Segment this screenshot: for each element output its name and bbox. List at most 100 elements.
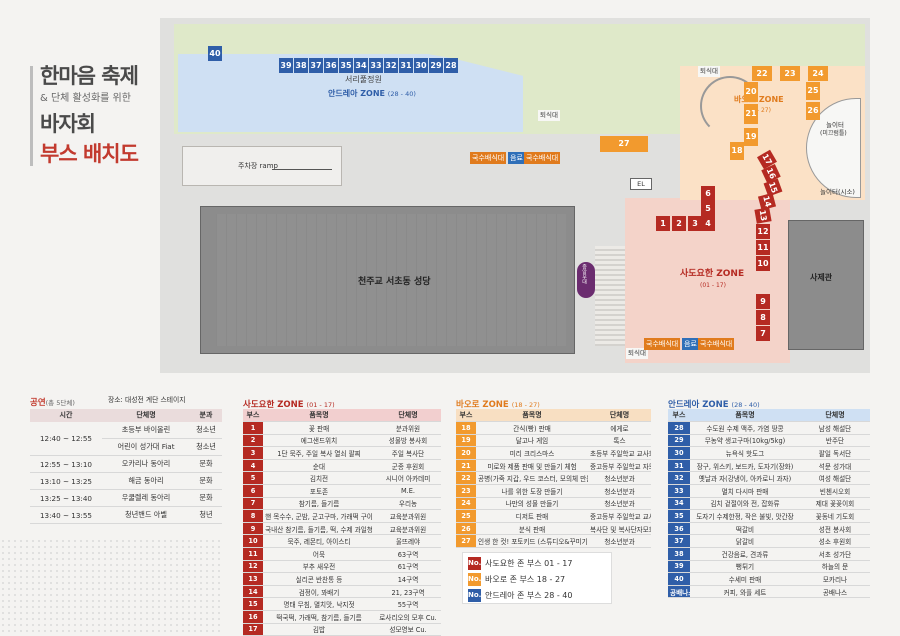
sado-item-name: 꽃 판매 — [308, 424, 330, 433]
bao-group-name: 청소년분과 — [604, 475, 635, 484]
booth-34[interactable]: 34 — [354, 58, 368, 73]
bao-curve — [700, 76, 760, 136]
andrea-item-name: 뻥튀기 — [735, 563, 755, 572]
bao-item-name: 나만의 성물 만들기 — [505, 500, 559, 509]
booth-13[interactable]: 13 — [754, 207, 772, 224]
andrea-group-name: 성소 후원회 — [818, 538, 852, 547]
booth-24[interactable]: 24 — [808, 66, 828, 81]
andrea-booth-number: 38 — [668, 547, 690, 561]
booth-35[interactable]: 35 — [339, 58, 353, 73]
bao-booth-number: 23 — [456, 484, 476, 498]
booth-5[interactable]: 5 — [701, 201, 715, 216]
sado-booth-number: 5 — [243, 471, 263, 485]
bao-group-name: 청소년분과 — [604, 487, 635, 496]
perf-header-time: 시간 — [59, 411, 73, 420]
andrea-booth-number: 37 — [668, 534, 690, 548]
water-station-bottom: 음료 — [682, 338, 699, 350]
booth-32[interactable]: 32 — [384, 58, 398, 73]
sado-group-name: 14구역 — [397, 576, 419, 585]
andrea-booth-number: 공배나스 — [668, 585, 690, 598]
booth-8[interactable]: 8 — [756, 310, 770, 325]
bao-group-name: 초등부 주일학교 교사회 — [590, 450, 651, 459]
sado-group-name: 교육분과위원 — [389, 525, 427, 534]
booth-6[interactable]: 6 — [701, 186, 715, 201]
sado-item-name: 어묵 — [312, 550, 326, 559]
booth-37[interactable]: 37 — [309, 58, 323, 73]
sado-item-name: 포토존 — [309, 487, 329, 496]
booth-2[interactable]: 2 — [672, 216, 686, 231]
legend-andrea: No.안드레아 존 부스 28 - 40 — [468, 589, 573, 602]
booth-38[interactable]: 38 — [294, 58, 308, 73]
andrea-item-name: 뉴욕식 핫도그 — [725, 450, 765, 459]
toilet-bottom: 퇴식대 — [626, 348, 648, 359]
bao-item-name: 인생 한 컷! 포토키드 (스튜디오&꾸미기) — [478, 538, 588, 547]
andrea-group-name: 남성 해설단 — [818, 424, 852, 433]
booth-36[interactable]: 36 — [324, 58, 338, 73]
booth-10[interactable]: 10 — [756, 256, 770, 271]
booth-29[interactable]: 29 — [429, 58, 443, 73]
bao-header-booth: 부스 — [459, 411, 473, 420]
booth-11[interactable]: 11 — [756, 240, 770, 255]
sado-booth-number: 8 — [243, 509, 263, 523]
booth-28[interactable]: 28 — [444, 58, 458, 73]
booth-20[interactable]: 20 — [744, 82, 758, 102]
andrea-item-name: 도자기 수제한정, 작은 불빛, 맛간장 — [696, 513, 794, 522]
booth-30[interactable]: 30 — [414, 58, 428, 73]
booth-26[interactable]: 26 — [806, 102, 820, 120]
bao-item-name: 디저트 판매 — [515, 513, 549, 522]
sado-group-name: 63구역 — [397, 550, 419, 559]
andrea-item-name: 옛날과 자(강냉이, 아카로니 과자) — [698, 475, 792, 484]
sado-header-item: 품목명 — [309, 411, 329, 420]
booth-31[interactable]: 31 — [399, 58, 413, 73]
booth-18[interactable]: 18 — [730, 142, 744, 160]
booth-21[interactable]: 21 — [744, 104, 758, 124]
booth-33[interactable]: 33 — [369, 58, 383, 73]
booth-23[interactable]: 23 — [780, 66, 800, 81]
andrea-title: 안드레아 ZONE (28 - 40) — [668, 400, 760, 410]
sado-item-name: 명태 무침, 멸치맛, 낙지젓 — [283, 601, 355, 610]
sado-item-name: 검정이, 꽈배기 — [298, 588, 340, 597]
performance-venue: 장소: 대성전 계단 스테이지 — [108, 396, 186, 404]
bao-item-name: 달고나 게임 — [515, 437, 549, 446]
bao-item-name: 분식 판매 — [518, 525, 546, 534]
booth-39[interactable]: 39 — [279, 58, 293, 73]
booth-27[interactable]: 27 — [600, 136, 648, 152]
andrea-booth-number: 40 — [668, 572, 690, 586]
bao-item-name: 간식(빵) 판매 — [513, 424, 551, 433]
booth-19[interactable]: 19 — [744, 128, 758, 146]
sado-booth-number: 13 — [243, 572, 263, 586]
performance-table: 시간 단체명 분과 12:40 ~ 12:55 초등부 바이올린 청소년 어린이… — [30, 409, 222, 524]
booth-1[interactable]: 1 — [656, 216, 670, 231]
booth-3[interactable]: 3 — [688, 216, 702, 231]
booth-25[interactable]: 25 — [806, 82, 820, 100]
booth-40[interactable]: 40 — [208, 46, 222, 61]
sado-group-name: 성모영보 Cu. — [389, 626, 427, 635]
legend-box — [462, 552, 612, 604]
sado-item-name: 묵주, 레몬티, 아이스티 — [287, 538, 351, 547]
andrea-item-name: 김치 겉절이와 전, 잡화류 — [710, 500, 780, 509]
andrea-group-name: 모카리나 — [822, 576, 848, 585]
noodle-station-top-left: 국수배식대 — [470, 152, 507, 164]
booth-4[interactable]: 4 — [701, 216, 715, 231]
booth-9[interactable]: 9 — [756, 294, 770, 309]
booth-12[interactable]: 12 — [756, 224, 770, 239]
andrea-booth-number: 36 — [668, 522, 690, 535]
toilet-middle: 퇴식대 — [538, 110, 560, 121]
andrea-header-item: 품목명 — [735, 411, 755, 420]
booth-22[interactable]: 22 — [752, 66, 772, 81]
booth-7[interactable]: 7 — [756, 326, 770, 341]
